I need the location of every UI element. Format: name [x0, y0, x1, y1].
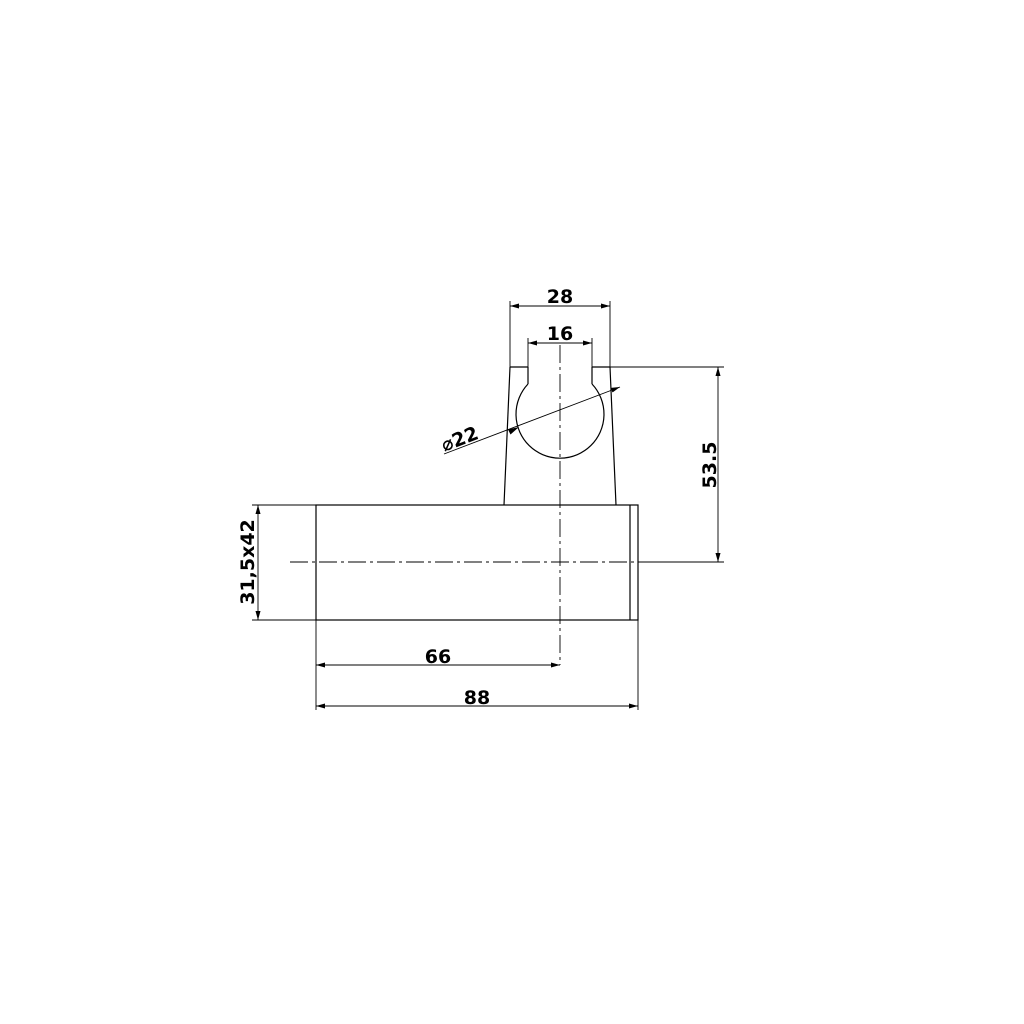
- dim-overall-length: 88: [316, 620, 639, 710]
- dim-label-overall-length: 88: [464, 687, 490, 709]
- dim-label-top-width: 28: [547, 286, 573, 308]
- dim-label-height: 53.5: [699, 442, 721, 489]
- dim-label-slot-width: 16: [547, 323, 573, 345]
- dim-base-section: 31,5x42: [237, 504, 316, 621]
- dim-label-center-offset: 66: [425, 646, 451, 668]
- dim-label-base-section: 31,5x42: [237, 519, 259, 605]
- dim-label-hole-diameter: ⌀22: [438, 422, 481, 456]
- dim-top-width: 28: [509, 286, 611, 367]
- dim-center-offset: 66: [315, 620, 560, 710]
- holder-body: [503, 366, 617, 506]
- dim-slot-width: 16: [527, 323, 593, 367]
- dim-height: 53.5: [610, 366, 724, 563]
- base-bar: [315, 504, 639, 621]
